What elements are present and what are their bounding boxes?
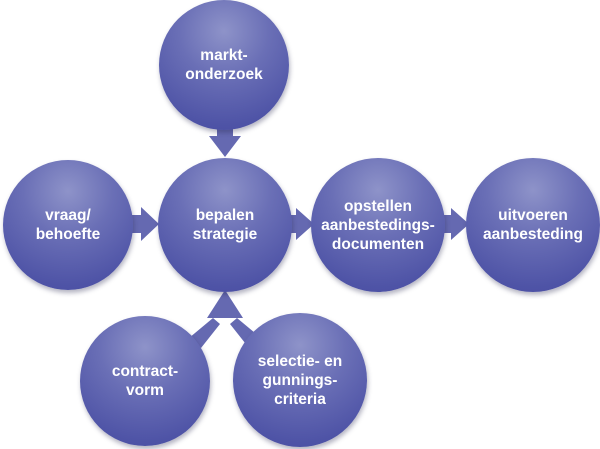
node-opstellen-documenten: opstellen aanbestedings- documenten: [311, 158, 445, 292]
arrow-documenten-to-aanbesteding: [441, 208, 469, 240]
node-uitvoeren-aanbesteding: uitvoeren aanbesteding: [466, 158, 600, 292]
node-marktonderzoek: markt- onderzoek: [159, 0, 289, 130]
node-vraag-behoefte-label: vraag/ behoefte: [35, 207, 101, 243]
node-marktonderzoek-label: markt- onderzoek: [185, 47, 263, 83]
arrow-contractvorm-to-strategie: [189, 318, 220, 348]
node-selectie-gunningscriteria-label: selectie- en gunnings- criteria: [257, 352, 343, 408]
node-vraag-behoefte: vraag/ behoefte: [3, 160, 133, 290]
arrowhead-up-into-strategie: [207, 290, 243, 318]
node-bepalen-strategie: bepalen strategie: [158, 158, 292, 292]
node-contractvorm-label: contract- vorm: [111, 363, 179, 399]
node-selectie-gunningscriteria: selectie- en gunnings- criteria: [233, 313, 367, 447]
node-opstellen-documenten-label: opstellen aanbestedings- documenten: [321, 197, 435, 253]
node-contractvorm: contract- vorm: [80, 316, 210, 446]
node-bepalen-strategie-label: bepalen strategie: [192, 207, 258, 243]
arrow-strategie-to-documenten: [287, 208, 314, 240]
node-uitvoeren-aanbesteding-label: uitvoeren aanbesteding: [483, 207, 583, 243]
arrow-behoefte-to-strategie: [127, 207, 159, 241]
